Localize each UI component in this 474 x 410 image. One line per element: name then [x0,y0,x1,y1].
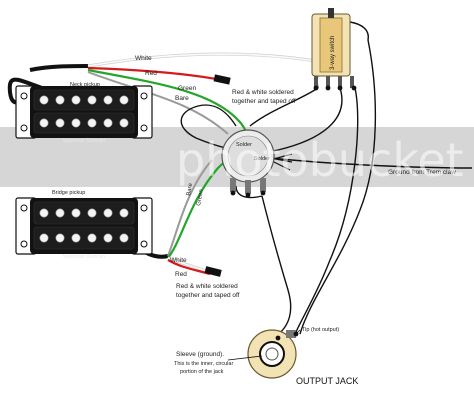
output-jack-label: OUTPUT JACK [296,376,358,386]
switch-label: 3-way switch [330,36,336,70]
wire-switch-right-outer [299,39,377,335]
neck-top-pole-5 [103,95,113,105]
pot-solder-label-1: Solder [236,142,252,148]
bridge-taped-note-line1: Red & white soldered [176,283,238,290]
bridge-top-pole-2 [55,208,65,218]
wire-switch-right-down [295,87,359,333]
label-neck-white: White [135,55,152,62]
label-bridge-bare: Bare [186,182,194,196]
watermark-text: photobucket [176,133,464,187]
neck-bottom-pole-6 [119,118,129,128]
wire-neck-bare [87,71,229,135]
neck-pole-pieces-top [39,95,129,105]
label-neck-bare: Bare [175,95,189,102]
neck-top-pole-1 [39,95,49,105]
volume-pot [221,129,275,198]
tip-pointer [295,329,301,335]
wire-neck-red [87,66,223,82]
neck-cable [29,64,89,72]
bridge-pickup-brand: Seymour Duncan [63,254,106,260]
output-jack [247,329,299,379]
bridge-top-pole-6 [119,208,129,218]
neck-top-pole-2 [55,95,65,105]
three-way-switch [311,8,357,91]
wire-pot-to-jack [261,195,292,337]
neck-top-pole-4 [87,95,97,105]
bridge-top-pole-4 [87,208,97,218]
sleeve-note-line3: portion of the jack [180,369,224,375]
wire-neck-white-inner [87,53,323,67]
neck-top-pole-3 [71,95,81,105]
bridge-pole-pieces-bottom [39,233,129,243]
bridge-bottom-pole-1 [39,233,49,243]
neck-pickup-label: Neck pickup [70,82,100,88]
neck-bottom-pole-3 [71,118,81,128]
wire-switch-to-pot [249,87,319,127]
bridge-pole-pieces-top [39,208,129,218]
bridge-bottom-pole-2 [55,233,65,243]
label-bridge-red: Red [175,271,187,278]
bridge-taped-end [204,266,222,277]
bridge-top-pole-5 [103,208,113,218]
neck-bottom-pole-1 [39,118,49,128]
wire-switch-top-right [349,21,369,41]
bridge-pickup [15,197,153,255]
wire-switch-ground-loop [180,87,343,153]
bridge-bottom-pole-3 [71,233,81,243]
sleeve-note-line1: Sleeve (ground). [176,351,224,358]
wire-pot-lug [235,185,263,199]
neck-bottom-pole-4 [87,118,97,128]
label-neck-red: Red [145,70,157,77]
sleeve-note-line2: This is the inner, circular [174,361,233,367]
bridge-bottom-pole-4 [87,233,97,243]
bridge-bottom-pole-6 [119,233,129,243]
bridge-top-pole-3 [71,208,81,218]
neck-taped-note-line2: together and taped off [232,98,296,105]
neck-bottom-pole-2 [55,118,65,128]
bridge-pickup-label: Bridge pickup [52,190,85,196]
pot-solder-label-2: Solder [254,156,270,162]
neck-pickup [15,85,153,139]
label-bridge-green: Green [196,189,205,206]
neck-pole-pieces-bottom [39,118,129,128]
neck-top-pole-6 [119,95,129,105]
bridge-taped-note-line2: together and taped off [176,292,240,299]
neck-taped-end [213,74,231,85]
neck-bottom-pole-5 [103,118,113,128]
wire-bridge-bare [167,159,213,257]
sleeve-pointer [227,355,263,361]
trem-ground-note: Ground from Trem claw [388,169,456,176]
tip-note: Tip (hot output) [302,327,339,333]
bridge-top-pole-1 [39,208,49,218]
neck-pickup-brand: Seymour Duncan [63,138,106,144]
bridge-bottom-pole-5 [103,233,113,243]
label-bridge-white: White [170,257,187,264]
neck-taped-note-line1: Red & white soldered [232,89,294,96]
label-neck-green: Green [178,85,196,92]
wire-trem-ground [269,157,473,169]
